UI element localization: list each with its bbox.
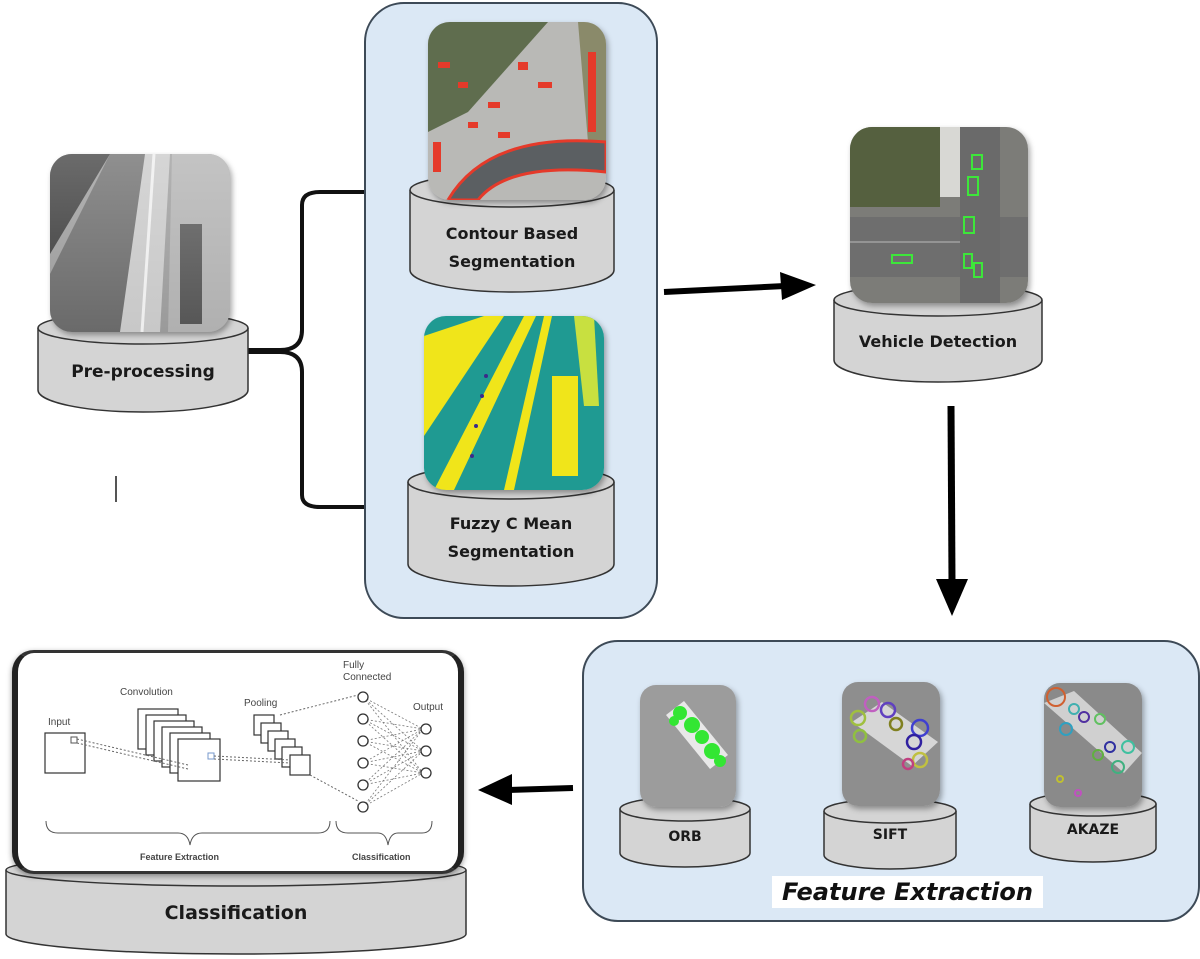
contour-image <box>428 22 606 200</box>
cnn-input-label: Input <box>48 717 70 728</box>
contour-label-line2: Segmentation <box>448 252 576 271</box>
akaze-label: AKAZE <box>1066 822 1120 838</box>
fcm-image <box>424 316 604 490</box>
cnn-pool-stack <box>253 714 311 776</box>
vehicle-detection-image <box>850 127 1028 303</box>
cnn-fc-label-1: Fully <box>343 660 364 671</box>
cnn-pooling-label: Pooling <box>244 698 277 709</box>
cnn-bracket-feature-label: Feature Extraction <box>140 852 219 862</box>
akaze-stage: AKAZE <box>1028 790 1158 868</box>
cnn-fc-label-2: Connected <box>343 672 391 683</box>
cnn-output-nodes <box>420 723 432 779</box>
contour-label-line1: Contour Based <box>445 224 579 243</box>
cnn-convolution-label: Convolution <box>120 687 173 698</box>
fcm-label-line2: Segmentation <box>447 542 575 561</box>
akaze-image <box>1044 683 1142 807</box>
arrow-to-classification <box>478 774 574 805</box>
classification-label: Classification <box>164 902 308 924</box>
vehicle-detection-label: Vehicle Detection <box>858 332 1018 351</box>
branch-bracket <box>248 190 365 509</box>
preprocessing-image <box>50 154 230 332</box>
cnn-diagram: Input Convolution Pooling Fully Connecte… <box>44 660 443 862</box>
cnn-diagram-card: Input Convolution Pooling Fully Connecte… <box>12 650 464 874</box>
cnn-input-box <box>44 732 86 774</box>
fcm-label-line1: Fuzzy C Mean <box>449 514 573 533</box>
sift-stage: SIFT <box>822 797 958 875</box>
cnn-connections <box>362 696 424 808</box>
arrow-to-detection <box>663 272 816 300</box>
orb-image <box>640 685 736 807</box>
cnn-fc-nodes <box>357 691 369 813</box>
arrow-to-features <box>936 405 968 616</box>
cnn-output-label: Output <box>413 702 443 713</box>
sift-label: SIFT <box>872 827 908 843</box>
cnn-bracket-class-label: Classification <box>352 852 411 862</box>
sift-image <box>842 682 940 806</box>
orb-label: ORB <box>668 829 702 845</box>
cnn-conv-stack <box>137 708 221 782</box>
preprocessing-label: Pre-processing <box>71 362 215 382</box>
feature-extraction-caption: Feature Extraction <box>772 876 1043 908</box>
stray-mark <box>115 476 117 502</box>
